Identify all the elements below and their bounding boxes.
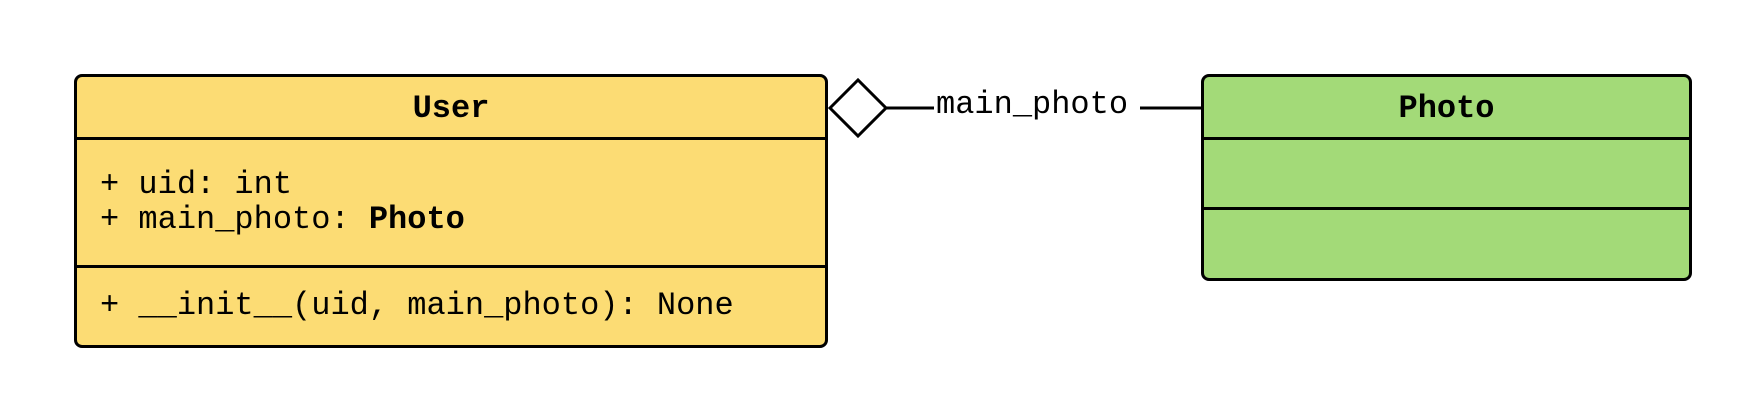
photo-class-box[interactable]: Photo bbox=[1201, 74, 1692, 281]
photo-class-name: Photo bbox=[1204, 77, 1689, 140]
user-class-name: User bbox=[77, 77, 825, 140]
photo-attributes-compartment bbox=[1204, 140, 1689, 210]
user-attributes-compartment: + uid: int + main_photo: Photo bbox=[77, 140, 825, 268]
user-class-box[interactable]: User + uid: int + main_photo: Photo + __… bbox=[74, 74, 828, 348]
attribute-type: Photo bbox=[368, 201, 465, 238]
user-methods-compartment: + __init__(uid, main_photo): None bbox=[77, 268, 825, 323]
attribute-name: + main_photo: bbox=[100, 201, 369, 238]
photo-methods-compartment bbox=[1204, 210, 1689, 278]
attribute-type: int bbox=[234, 166, 293, 203]
attribute-row: + main_photo: Photo bbox=[100, 202, 825, 237]
association-label: main_photo bbox=[936, 86, 1129, 123]
attribute-row: + uid: int bbox=[100, 167, 825, 202]
attribute-name: + uid: bbox=[100, 166, 235, 203]
method-row: + __init__(uid, main_photo): None bbox=[100, 287, 734, 324]
aggregation-diamond bbox=[827, 77, 889, 139]
